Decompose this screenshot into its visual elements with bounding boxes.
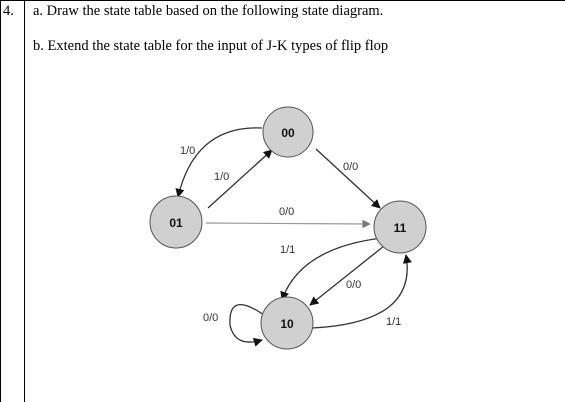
state-node-11: [373, 200, 427, 254]
edge-label-00-to-01: 1/0: [180, 145, 195, 157]
state-node-10: [260, 296, 314, 350]
state-label-00: 00: [281, 126, 295, 140]
state-label-01: 01: [169, 216, 183, 230]
edge-label-11-to-10-0: 0/0: [346, 279, 361, 291]
edge-10-to-11: [311, 254, 412, 329]
edge-00-to-11: [315, 148, 381, 209]
edge-10-self-loop: [229, 303, 265, 347]
edge-11-to-10-0: [309, 245, 385, 306]
state-node-01: [149, 195, 203, 249]
edge-01-to-00: [207, 149, 273, 209]
edge-label-01-to-00: 1/0: [214, 171, 229, 183]
question-number: 4.: [3, 3, 14, 19]
edge-01-to-11: [205, 219, 371, 229]
state-node-00: [262, 106, 314, 158]
edge-11-to-10-1: [280, 237, 383, 301]
edge-label-11-to-10-1: 1/1: [280, 244, 295, 256]
edge-label-01-to-11: 0/0: [279, 206, 294, 218]
state-label-11: 11: [394, 221, 407, 235]
edge-label-00-to-11: 0/0: [343, 161, 358, 173]
edge-00-to-01: [175, 127, 263, 198]
edge-label-10-self: 0/0: [203, 312, 218, 324]
question-part-a: a. Draw the state table based on the fol…: [33, 3, 384, 19]
edge-label-10-to-11: 1/1: [386, 316, 401, 328]
state-label-10: 10: [280, 317, 294, 331]
question-part-b: b. Extend the state table for the input …: [33, 38, 389, 54]
